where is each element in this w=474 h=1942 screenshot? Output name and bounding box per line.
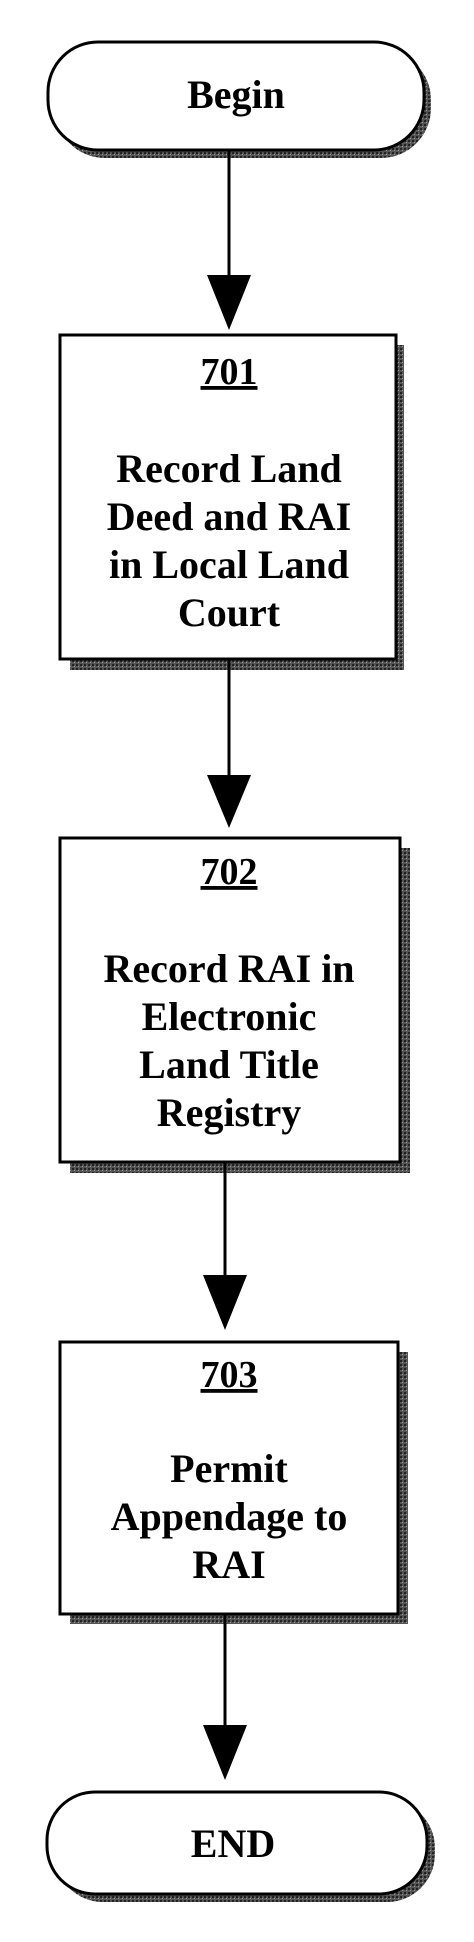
end-terminator: END xyxy=(45,1790,435,1902)
begin-label: Begin xyxy=(187,72,285,117)
arrow-begin-to-701 xyxy=(207,150,251,330)
step-number-703: 703 xyxy=(201,1354,258,1396)
arrow-703-to-end xyxy=(203,1614,247,1780)
step-number-702: 702 xyxy=(201,851,258,893)
step-number-701: 701 xyxy=(201,351,258,393)
step-701-line-2: Deed and RAI xyxy=(107,494,351,539)
step-702-line-4: Registry xyxy=(157,1090,301,1135)
begin-terminator: Begin xyxy=(46,40,431,158)
process-box-702: 702 Record RAI in Electronic Land Title … xyxy=(58,836,410,1173)
arrow-701-to-702 xyxy=(207,660,251,828)
step-703-line-1: Permit xyxy=(170,1446,288,1491)
step-701-line-1: Record Land xyxy=(116,446,342,491)
end-label: END xyxy=(191,1821,275,1866)
step-703-line-2: Appendage to xyxy=(111,1494,348,1539)
step-702-line-1: Record RAI in xyxy=(103,946,354,991)
process-box-703: 703 Permit Appendage to RAI xyxy=(58,1340,408,1624)
step-703-line-3: RAI xyxy=(192,1542,265,1587)
step-702-line-3: Land Title xyxy=(139,1042,319,1087)
step-701-line-4: Court xyxy=(178,590,281,635)
step-702-line-2: Electronic xyxy=(142,994,317,1039)
process-box-701: 701 Record Land Deed and RAI in Local La… xyxy=(58,333,404,670)
step-701-line-3: in Local Land xyxy=(109,542,349,587)
arrow-702-to-703 xyxy=(203,1162,247,1330)
